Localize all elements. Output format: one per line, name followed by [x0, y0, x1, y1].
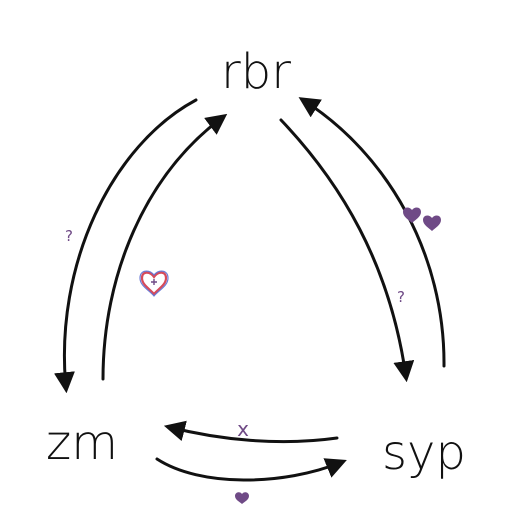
edge-syp-to-zm	[163, 420, 339, 444]
node-syp: syp	[382, 425, 466, 481]
edge-syp-to-rbr	[298, 97, 446, 368]
heart-icon-bottom	[235, 492, 249, 504]
node-zm: zm	[46, 415, 118, 471]
node-rbr: rbr	[221, 44, 291, 100]
edge-rbr-to-zm	[54, 98, 198, 394]
heart-outline-icon	[139, 270, 169, 297]
question-mark-right: ?	[397, 288, 405, 306]
cross-mark: x	[237, 417, 249, 441]
edge-zm-to-rbr	[101, 113, 228, 381]
heart-icon-right-top	[403, 207, 421, 223]
question-mark-left: ?	[65, 227, 73, 245]
edge-rbr-to-syp	[279, 118, 415, 383]
heart-icon-right-bottom	[423, 215, 441, 231]
edge-zm-to-syp	[155, 457, 347, 482]
